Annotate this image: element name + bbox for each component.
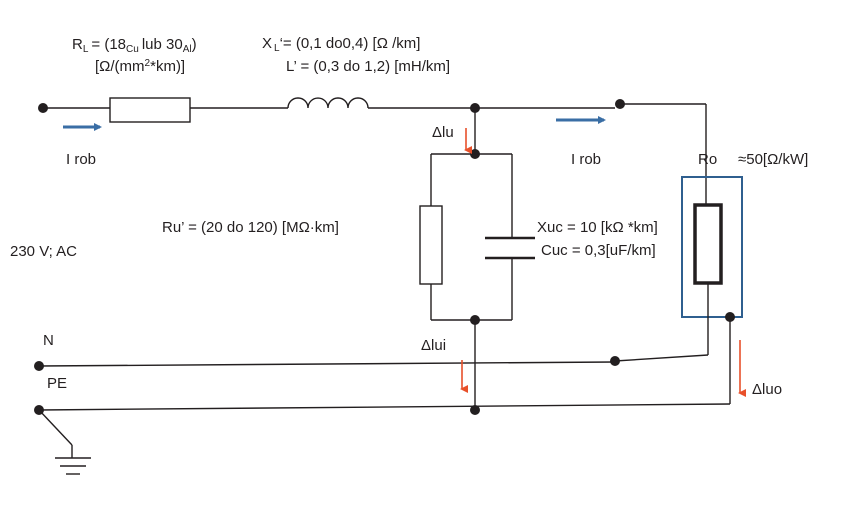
cuc-label: Cuc = 0,3[uF/km] <box>541 242 656 259</box>
leakage-branch <box>419 108 535 415</box>
load-resistor-ro <box>693 203 723 285</box>
neutral-conductor <box>34 354 709 371</box>
load-ro <box>681 176 743 404</box>
ru-label: Ru’ = (20 do 120) [MΩ·km] <box>162 219 339 236</box>
pe-conductor <box>34 403 731 475</box>
voltage-label: 230 V; AC <box>10 243 77 260</box>
xuc-label: Xuc = 10 [kΩ *km] <box>537 219 658 236</box>
node-housing <box>725 312 735 322</box>
insulation-resistor-ru <box>419 205 443 285</box>
ro-label: Ro <box>698 151 717 168</box>
l-prime-label: L’ = (0,3 do 1,2) [mH/km] <box>286 58 450 75</box>
irob-left-label: I rob <box>66 151 96 168</box>
ro-value-label: ≈50[Ω/kW] <box>738 151 808 168</box>
line-inductor <box>287 97 369 109</box>
irob-right-label: I rob <box>571 151 601 168</box>
delta-iuo-label: Δluo <box>752 381 782 398</box>
line-resistor-rl <box>109 97 191 123</box>
delta-iu-label: Δlu <box>432 124 454 141</box>
n-label: N <box>43 332 54 349</box>
top-conductor <box>38 97 707 205</box>
load-enclosure-box <box>681 176 743 318</box>
node-pe <box>470 405 480 415</box>
delta-iui-label: Δlui <box>421 337 446 354</box>
pe-label: PE <box>47 375 67 392</box>
rl-unit-label: [Ω/(mm2*km)] <box>95 58 185 75</box>
